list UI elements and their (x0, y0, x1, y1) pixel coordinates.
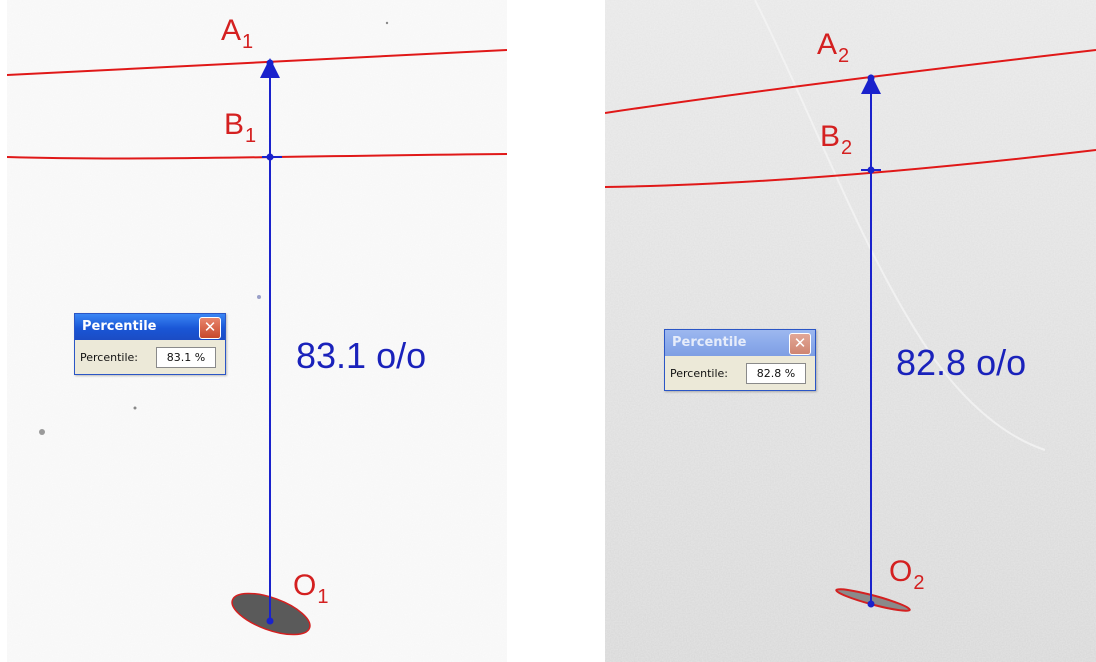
point-o (266, 617, 274, 625)
close-icon[interactable]: ✕ (789, 333, 811, 355)
photo-panel-left: A1 B1 O1 83.1 o/o Percentile ✕ Percentil… (7, 0, 507, 662)
boundary-line-b (7, 153, 507, 160)
speckle (257, 295, 261, 299)
ratio-label: 83.1 o/o (296, 335, 427, 376)
scratch-mark (754, 0, 1046, 451)
dialog-body: Percentile: 83.1 % (75, 340, 225, 374)
point-o (867, 600, 875, 608)
boundary-line-b (605, 149, 1096, 188)
percentile-label: Percentile: (670, 367, 728, 380)
label-o: O2 (889, 555, 925, 595)
speckle (39, 429, 45, 435)
label-a: A2 (817, 28, 850, 68)
speckle (133, 406, 137, 410)
measurement-overlay-left (7, 0, 507, 662)
point-a (867, 74, 875, 82)
percentile-dialog[interactable]: Percentile ✕ Percentile: 83.1 % (74, 313, 226, 375)
percentile-field[interactable]: 83.1 % (156, 347, 216, 368)
boundary-line-a (7, 49, 507, 76)
dialog-titlebar[interactable]: Percentile ✕ (665, 330, 815, 356)
dialog-title: Percentile (672, 335, 747, 350)
boundary-line-a (605, 49, 1096, 114)
close-icon[interactable]: ✕ (199, 317, 221, 339)
dialog-title: Percentile (82, 319, 157, 334)
label-a: A1 (221, 14, 254, 54)
label-o: O1 (293, 569, 329, 609)
speckle (385, 21, 389, 25)
percentile-field[interactable]: 82.8 % (746, 363, 806, 384)
ratio-label: 82.8 o/o (896, 342, 1027, 383)
percentile-label: Percentile: (80, 351, 138, 364)
photo-panel-right: A2 B2 O2 82.8 o/o Percentile ✕ Percentil… (605, 0, 1096, 662)
point-b (867, 166, 875, 174)
dialog-body: Percentile: 82.8 % (665, 356, 815, 390)
point-a (266, 59, 274, 67)
percentile-dialog[interactable]: Percentile ✕ Percentile: 82.8 % (664, 329, 816, 391)
label-b: B2 (820, 120, 853, 160)
dialog-titlebar[interactable]: Percentile ✕ (75, 314, 225, 340)
point-b (266, 153, 274, 161)
label-b: B1 (224, 108, 257, 148)
